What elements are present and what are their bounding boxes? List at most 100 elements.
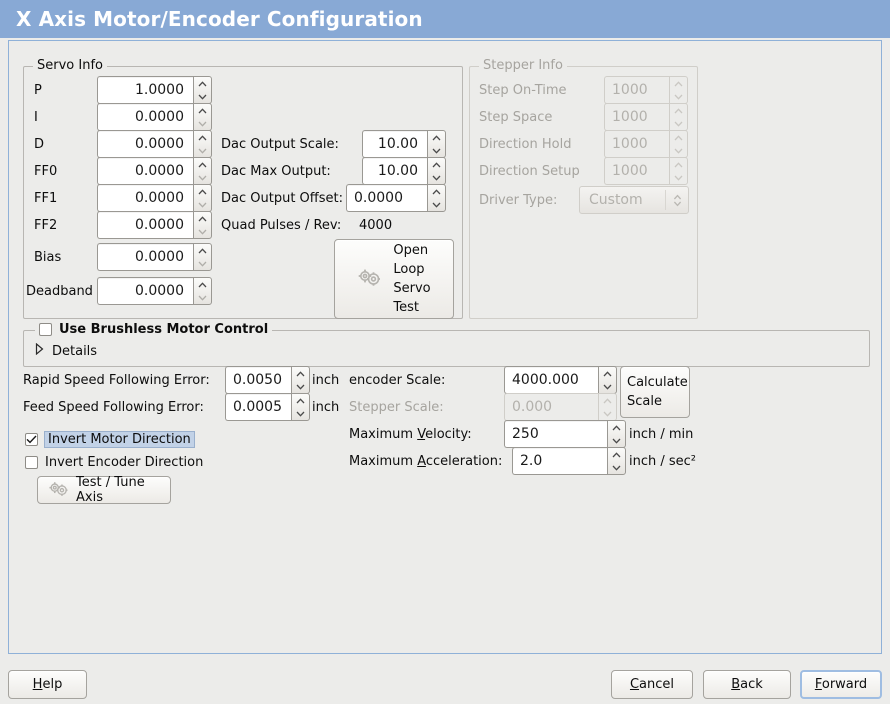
- encoder-scale-value[interactable]: 4000.000: [504, 366, 598, 394]
- spin-up-icon[interactable]: [599, 367, 616, 380]
- ff1-spin-buttons[interactable]: [193, 184, 212, 212]
- maximum-velocity-spin-buttons[interactable]: [607, 420, 626, 448]
- open-loop-servo-test-button[interactable]: Open Loop Servo Test: [334, 239, 454, 319]
- spin-down-icon[interactable]: [194, 171, 211, 184]
- label-bias: Bias: [34, 250, 62, 265]
- test-tune-axis-button[interactable]: Test / Tune Axis: [37, 475, 171, 505]
- use-brushless-motor-control-checkbox[interactable]: Use Brushless Motor Control: [35, 322, 273, 337]
- d-spin-buttons[interactable]: [193, 130, 212, 158]
- calculate-scale-button[interactable]: Calculate Scale: [620, 366, 690, 418]
- spin-down-icon[interactable]: [194, 257, 211, 270]
- spin-down-icon[interactable]: [194, 198, 211, 211]
- ff1-spinbox[interactable]: 0.0000: [97, 184, 212, 212]
- d-spinbox[interactable]: 0.0000: [97, 130, 212, 158]
- spin-up-icon[interactable]: [428, 131, 445, 144]
- spin-up-icon[interactable]: [194, 185, 211, 198]
- spin-down-icon[interactable]: [194, 90, 211, 103]
- deadband-value[interactable]: 0.0000: [97, 277, 193, 305]
- back-button[interactable]: Back: [703, 670, 791, 699]
- spin-up-icon[interactable]: [608, 448, 625, 461]
- spin-up-icon[interactable]: [428, 158, 445, 171]
- spin-down-icon[interactable]: [292, 407, 309, 420]
- dac-max-output-spin-buttons[interactable]: [427, 157, 446, 185]
- deadband-spin-buttons[interactable]: [193, 277, 212, 305]
- rapid-speed-following-error-value[interactable]: 0.0050: [225, 366, 291, 394]
- ff2-spinbox[interactable]: 0.0000: [97, 211, 212, 239]
- encoder-scale-spinbox[interactable]: 4000.000: [504, 366, 617, 394]
- spin-up-icon[interactable]: [194, 104, 211, 117]
- open-loop-line-1: Open: [393, 243, 429, 258]
- spin-down-icon[interactable]: [292, 380, 309, 393]
- direction-setup-spinbox: 1000: [604, 157, 688, 185]
- p-value[interactable]: 1.0000: [97, 76, 193, 104]
- forward-button[interactable]: Forward: [800, 670, 882, 699]
- spin-up-icon[interactable]: [194, 158, 211, 171]
- maximum-velocity-spinbox[interactable]: 250: [504, 420, 626, 448]
- details-expander[interactable]: Details: [35, 342, 97, 359]
- p-spin-buttons[interactable]: [193, 76, 212, 104]
- d-value[interactable]: 0.0000: [97, 130, 193, 158]
- encoder-scale-spin-buttons[interactable]: [598, 366, 617, 394]
- help-button[interactable]: Help: [8, 670, 87, 699]
- bias-value[interactable]: 0.0000: [97, 243, 193, 271]
- checkbox-box[interactable]: [25, 433, 38, 446]
- feed-speed-following-error-value[interactable]: 0.0005: [225, 393, 291, 421]
- rapid-spin-buttons[interactable]: [291, 366, 310, 394]
- spin-up-icon[interactable]: [292, 367, 309, 380]
- feed-spin-buttons[interactable]: [291, 393, 310, 421]
- ff1-value[interactable]: 0.0000: [97, 184, 193, 212]
- maximum-velocity-value[interactable]: 250: [504, 420, 607, 448]
- spin-down-icon[interactable]: [428, 198, 445, 211]
- dac-output-offset-spinbox[interactable]: 0.0000: [346, 184, 446, 212]
- spin-up-icon[interactable]: [194, 278, 211, 291]
- deadband-spinbox[interactable]: 0.0000: [97, 277, 212, 305]
- spin-up-icon[interactable]: [194, 212, 211, 225]
- dac-output-offset-spin-buttons[interactable]: [427, 184, 446, 212]
- ff0-spinbox[interactable]: 0.0000: [97, 157, 212, 185]
- checkbox-box[interactable]: [39, 323, 52, 336]
- cancel-button[interactable]: Cancel: [611, 670, 693, 699]
- i-value[interactable]: 0.0000: [97, 103, 193, 131]
- checkbox-box[interactable]: [25, 456, 38, 469]
- dialog-action-bar: Help Cancel Back Forward: [0, 656, 890, 704]
- invert-encoder-direction-checkbox[interactable]: Invert Encoder Direction: [25, 455, 203, 470]
- spin-down-icon[interactable]: [194, 225, 211, 238]
- spin-down-icon[interactable]: [194, 144, 211, 157]
- dac-max-output-spinbox[interactable]: 10.00: [362, 157, 446, 185]
- dac-output-scale-value[interactable]: 10.00: [362, 130, 427, 158]
- spin-up-icon[interactable]: [608, 421, 625, 434]
- spin-up-icon[interactable]: [428, 185, 445, 198]
- spin-up-icon[interactable]: [194, 244, 211, 257]
- spin-down-icon[interactable]: [428, 144, 445, 157]
- dac-output-scale-spinbox[interactable]: 10.00: [362, 130, 446, 158]
- feed-speed-following-error-spinbox[interactable]: 0.0005: [225, 393, 310, 421]
- rapid-speed-following-error-spinbox[interactable]: 0.0050: [225, 366, 310, 394]
- spin-down-icon[interactable]: [599, 380, 616, 393]
- ff0-spin-buttons[interactable]: [193, 157, 212, 185]
- bias-spinbox[interactable]: 0.0000: [97, 243, 212, 271]
- triangle-right-icon[interactable]: [35, 342, 44, 359]
- spin-down-icon[interactable]: [608, 461, 625, 474]
- i-spin-buttons[interactable]: [193, 103, 212, 131]
- spin-down-icon[interactable]: [608, 434, 625, 447]
- dac-max-output-value[interactable]: 10.00: [362, 157, 427, 185]
- direction-hold-spin-buttons: [669, 130, 688, 158]
- spin-up-icon[interactable]: [194, 77, 211, 90]
- i-spinbox[interactable]: 0.0000: [97, 103, 212, 131]
- spin-up-icon[interactable]: [194, 131, 211, 144]
- spin-down-icon[interactable]: [194, 291, 211, 304]
- invert-motor-direction-checkbox[interactable]: Invert Motor Direction: [25, 431, 195, 448]
- ff2-value[interactable]: 0.0000: [97, 211, 193, 239]
- spin-down-icon[interactable]: [428, 171, 445, 184]
- maximum-acceleration-value[interactable]: 2.0: [512, 447, 607, 475]
- spin-down-icon[interactable]: [194, 117, 211, 130]
- maximum-acceleration-spin-buttons[interactable]: [607, 447, 626, 475]
- p-spinbox[interactable]: 1.0000: [97, 76, 212, 104]
- ff2-spin-buttons[interactable]: [193, 211, 212, 239]
- maximum-acceleration-spinbox[interactable]: 2.0: [512, 447, 626, 475]
- dac-output-offset-value[interactable]: 0.0000: [346, 184, 427, 212]
- ff0-value[interactable]: 0.0000: [97, 157, 193, 185]
- spin-up-icon[interactable]: [292, 394, 309, 407]
- bias-spin-buttons[interactable]: [193, 243, 212, 271]
- dac-output-scale-spin-buttons[interactable]: [427, 130, 446, 158]
